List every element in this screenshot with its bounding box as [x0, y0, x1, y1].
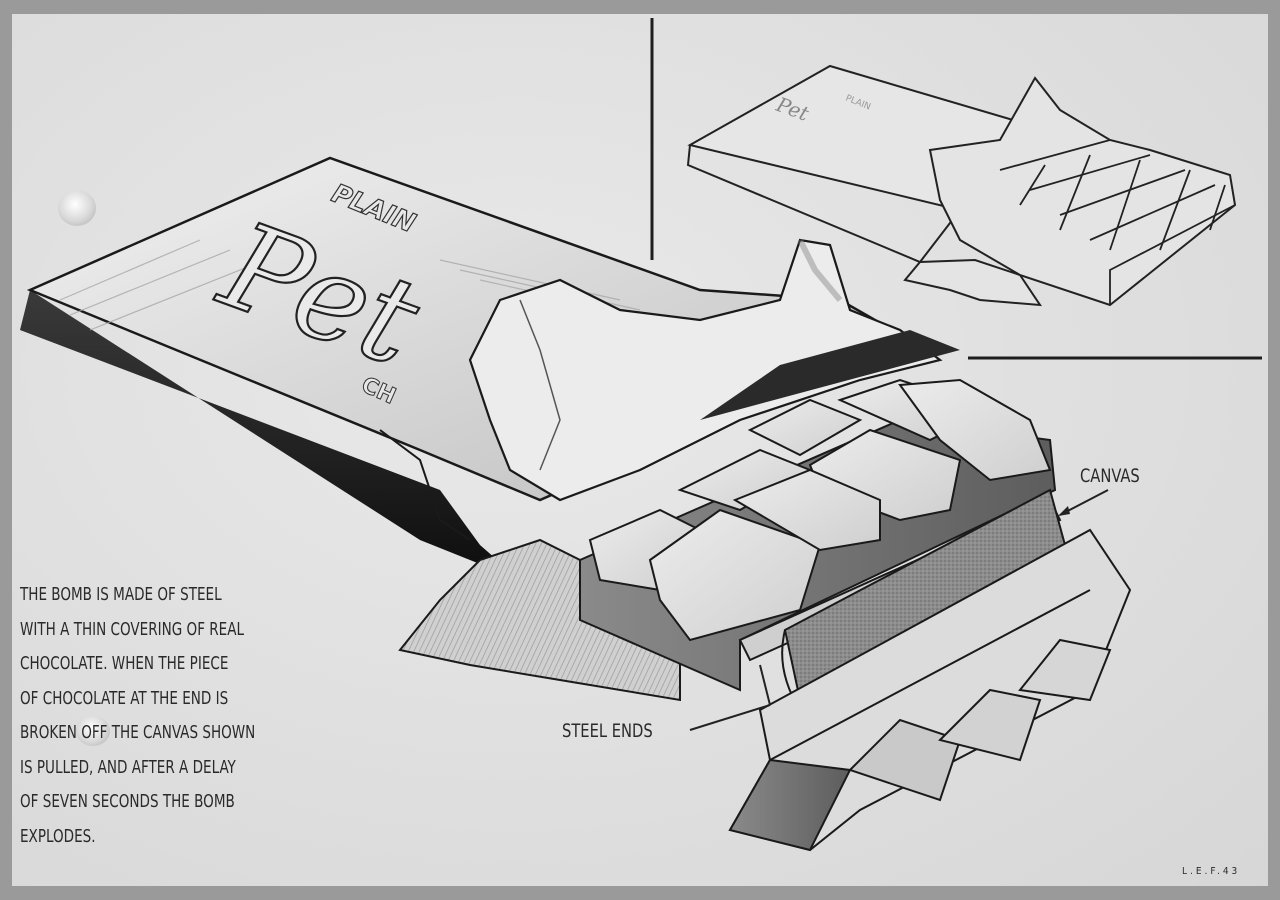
- punch-hole-bottom: [76, 716, 110, 746]
- steel-ends-label: STEEL ENDS: [562, 720, 653, 742]
- description-caption: THE BOMB IS MADE OF STEEL WITH A THIN CO…: [20, 578, 330, 854]
- caption-line: WITH A THIN COVERING OF REAL: [20, 619, 245, 640]
- caption-line: EXPLODES.: [20, 826, 96, 847]
- caption-line: THE BOMB IS MADE OF STEEL: [20, 585, 222, 605]
- caption-line: OF SEVEN SECONDS THE BOMB: [20, 792, 235, 812]
- caption-line: OF CHOCOLATE AT THE END IS: [20, 688, 229, 709]
- chocolate-blocks: [579, 378, 1132, 852]
- canvas-label: CANVAS: [1080, 465, 1140, 487]
- caption-line: CHOCOLATE. WHEN THE PIECE: [20, 654, 229, 674]
- main-chocolate-bar: PLAIN Pet CH: [20, 156, 960, 702]
- caption-line: BROKEN OFF THE CANVAS SHOWN: [20, 723, 256, 743]
- artist-signature: L.E.F.43: [1182, 866, 1241, 877]
- inset-chocolate-bar: Pet PLAIN: [686, 64, 1237, 307]
- steel-ends-leader-line: [689, 704, 771, 731]
- caption-line: IS PULLED, AND AFTER A DELAY: [20, 757, 236, 778]
- punch-hole-top: [58, 190, 96, 226]
